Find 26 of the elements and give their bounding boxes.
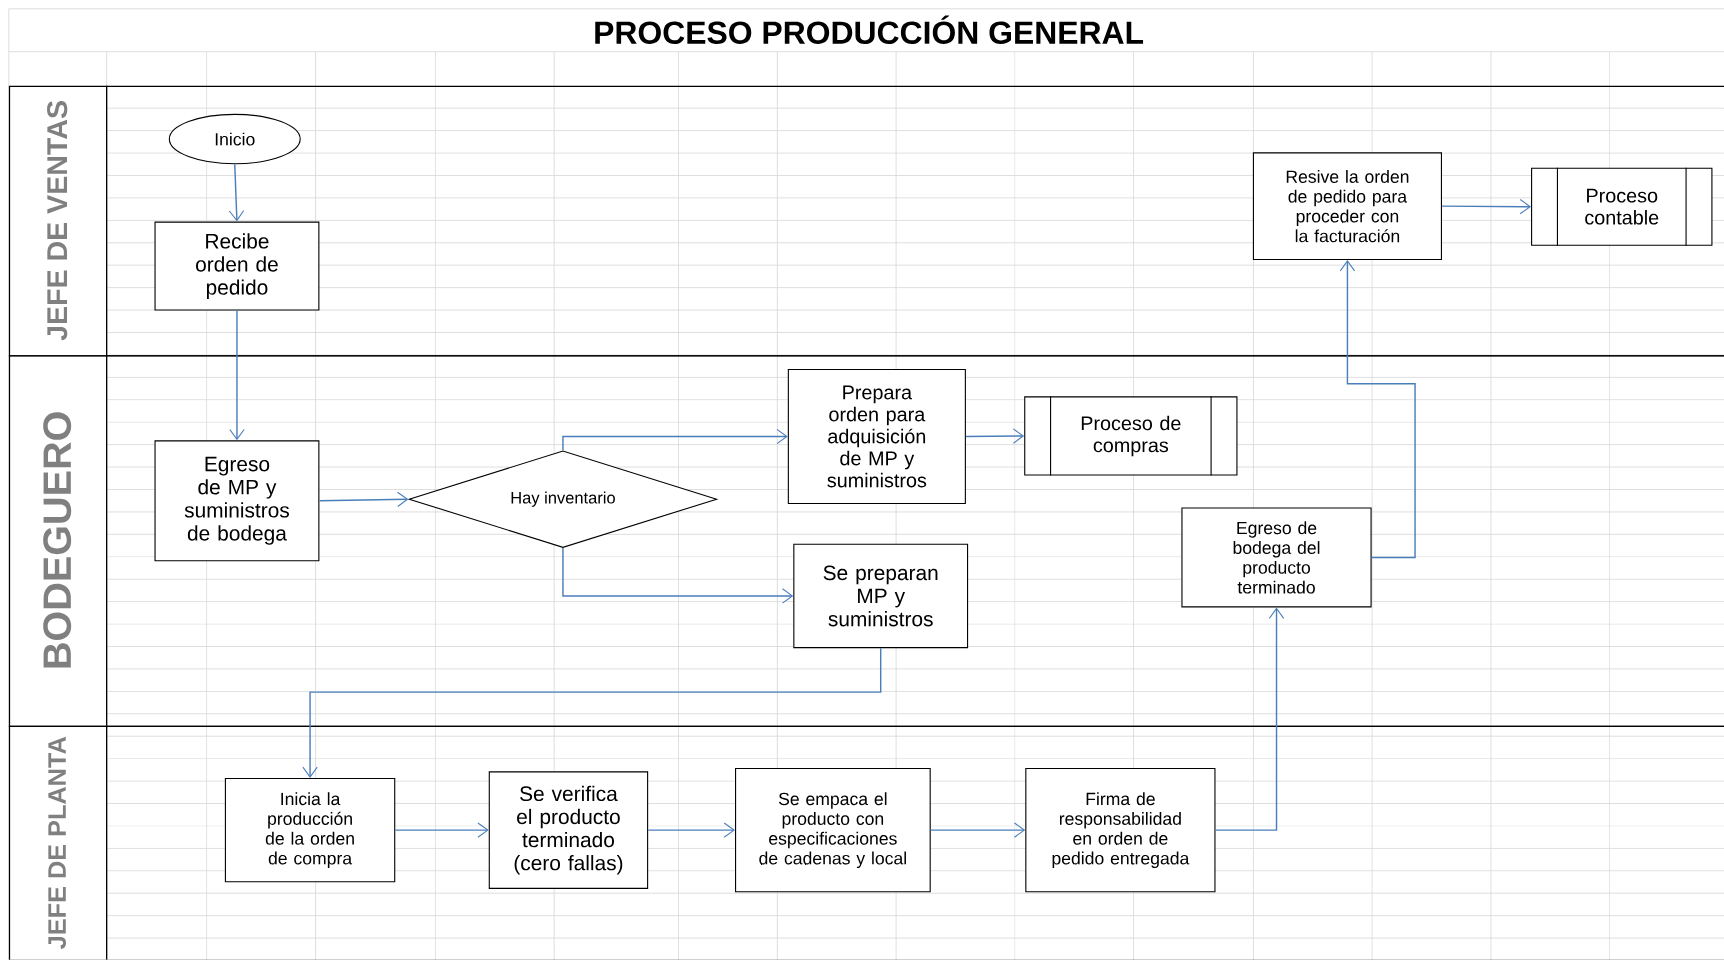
process-box: Egreso de MP y suministros de bodega — [154, 440, 320, 562]
arrow — [302, 647, 882, 778]
arrow — [394, 822, 489, 838]
process-box: Recibe orden de pedido — [154, 221, 320, 311]
process-box: Inicia la producción de la orden de compra — [224, 777, 396, 883]
process-box: Se verifica el producto terminado (cero fallas) — [488, 771, 649, 889]
arrow — [930, 822, 1026, 838]
arrow — [562, 428, 788, 452]
process-box: Se empaca el producto con especificaciones de cadenas y local — [735, 768, 931, 893]
arrow — [965, 428, 1025, 444]
process-box: Resive la orden de pedido para proceder con la facturación — [1252, 152, 1442, 261]
arrow — [562, 547, 794, 604]
process-box: Se preparan MP y suministros — [793, 543, 969, 649]
process-box: Prepara orden para adquisición de MP y suministros — [787, 368, 966, 505]
arrow — [1339, 260, 1416, 559]
arrow — [229, 309, 245, 441]
title: PROCESO PRODUCCIÓN GENERAL — [595, 15, 1144, 45]
process-box: Firma de responsabilidad en orden de pedido entregada — [1025, 768, 1216, 893]
subprocess-box: Proceso de compras — [1024, 395, 1238, 477]
arrow — [228, 163, 245, 222]
arrow — [1214, 607, 1285, 831]
subprocess-box: Proceso contable — [1531, 167, 1713, 247]
arrow — [318, 491, 409, 508]
process-box: Egreso de bodega del producto terminado — [1181, 507, 1372, 608]
arrow — [647, 822, 735, 838]
arrow — [1441, 199, 1532, 215]
